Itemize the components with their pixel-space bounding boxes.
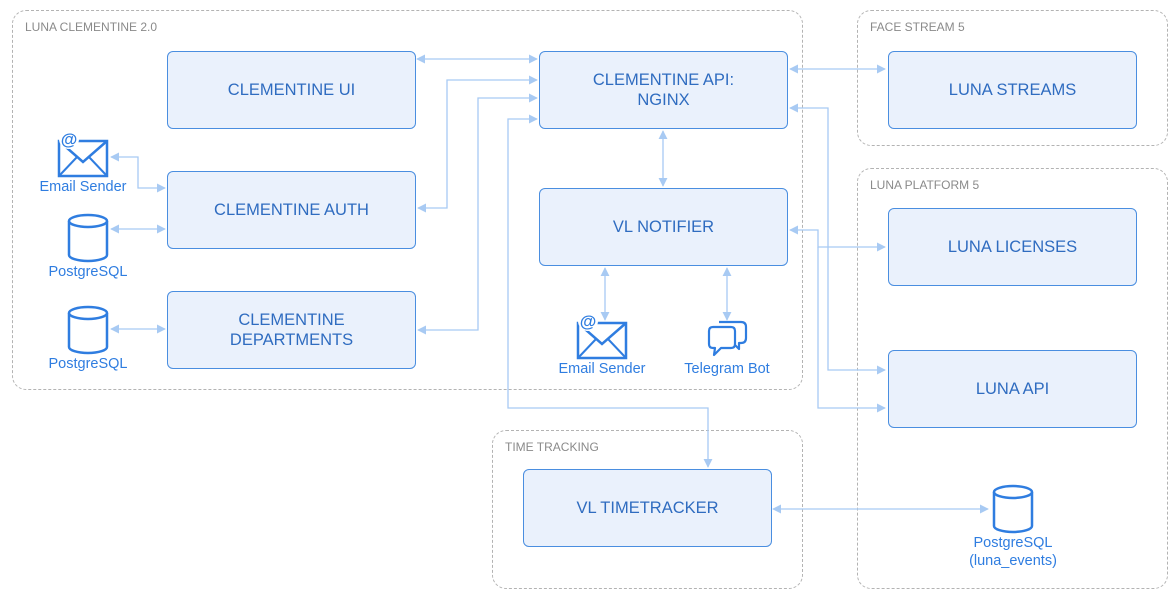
node-luna-streams[interactable]: LUNA STREAMS (888, 51, 1137, 129)
ext-postgres-events-label: PostgreSQL (luna_events) (969, 535, 1057, 569)
ext-email-sender-auth: @ Email Sender (30, 128, 136, 196)
ext-email-sender-notifier-label: Email Sender (558, 361, 646, 377)
node-vl-timetracker[interactable]: VL TIMETRACKER (523, 469, 772, 547)
node-luna-licenses[interactable]: LUNA LICENSES (888, 208, 1137, 286)
node-clementine-departments-label: CLEMENTINE DEPARTMENTS (229, 311, 354, 349)
database-cylinder-icon (67, 305, 109, 355)
ext-postgres-departments: PostgreSQL (36, 305, 140, 373)
envelope-at-icon: @ (576, 311, 628, 360)
ext-email-sender-auth-label: Email Sender (39, 179, 127, 195)
chat-bubbles-icon (707, 320, 748, 357)
envelope-at-icon: @ (57, 129, 109, 178)
node-luna-api[interactable]: LUNA API (888, 350, 1137, 428)
ext-telegram-bot: Telegram Bot (674, 318, 780, 378)
node-luna-streams-label: LUNA STREAMS (948, 81, 1077, 99)
group-luna-platform-label: LUNA PLATFORM 5 (870, 178, 980, 192)
svg-text:@: @ (61, 130, 78, 149)
edge-api-luna-api (789, 103, 886, 375)
node-clementine-auth[interactable]: CLEMENTINE AUTH (167, 171, 416, 249)
ext-email-sender-notifier: @ Email Sender (549, 310, 655, 378)
group-face-stream: FACE STREAM 5 (857, 10, 1168, 146)
node-vl-timetracker-label: VL TIMETRACKER (576, 499, 719, 517)
edge-notifier-luna-api (817, 247, 886, 413)
node-luna-licenses-label: LUNA LICENSES (947, 238, 1078, 256)
ext-telegram-bot-label: Telegram Bot (684, 361, 770, 377)
ext-postgres-departments-label: PostgreSQL (48, 356, 128, 372)
group-face-stream-label: FACE STREAM 5 (870, 20, 965, 34)
node-vl-notifier-label: VL NOTIFIER (612, 218, 715, 236)
group-luna-platform: LUNA PLATFORM 5 (857, 168, 1168, 589)
ext-postgres-auth: PostgreSQL (36, 213, 140, 281)
edge-api-timetracker (507, 114, 713, 468)
node-clementine-departments[interactable]: CLEMENTINE DEPARTMENTS (167, 291, 416, 369)
svg-text:@: @ (580, 312, 597, 331)
node-clementine-api[interactable]: CLEMENTINE API: NGINX (539, 51, 788, 129)
edge-email-auth (110, 152, 166, 193)
ext-postgres-events: PostgreSQL (luna_events) (955, 484, 1071, 570)
database-cylinder-icon (67, 213, 109, 263)
ext-postgres-auth-label: PostgreSQL (48, 264, 128, 280)
node-clementine-ui[interactable]: CLEMENTINE UI (167, 51, 416, 129)
edge-notifier-licenses (789, 225, 886, 252)
node-luna-api-label: LUNA API (975, 380, 1050, 398)
group-luna-clementine-label: LUNA CLEMENTINE 2.0 (25, 20, 158, 34)
node-clementine-api-label: CLEMENTINE API: NGINX (592, 71, 735, 109)
node-clementine-auth-label: CLEMENTINE AUTH (214, 201, 369, 219)
node-vl-notifier[interactable]: VL NOTIFIER (539, 188, 788, 266)
node-clementine-ui-label: CLEMENTINE UI (227, 81, 356, 99)
edge-departments-api (417, 93, 538, 335)
database-cylinder-icon (992, 484, 1034, 534)
